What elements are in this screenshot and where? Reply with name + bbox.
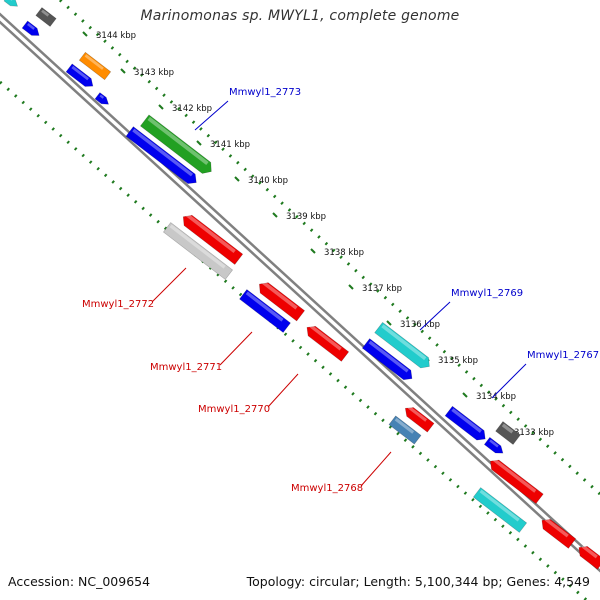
gene-feature — [94, 92, 109, 105]
tick-label: 3141 kbp — [210, 140, 250, 150]
gene-feature — [139, 114, 212, 174]
page-title: Marinomonas sp. MWYL1, complete genome — [140, 8, 460, 24]
gene-label-leader — [491, 363, 527, 399]
tick-label: 3143 kbp — [134, 68, 174, 78]
tick-mark — [120, 68, 126, 74]
backbone-line — [0, 20, 600, 573]
tick-label: 3135 kbp — [438, 356, 478, 366]
tick-label: 3134 kbp — [476, 392, 516, 402]
gene-label: Mmwyl1_2768 — [291, 483, 363, 494]
tick-mark — [272, 212, 278, 218]
gene-feature — [35, 7, 57, 27]
gene-feature — [374, 321, 430, 369]
tick-mark — [234, 176, 240, 182]
tick-mark — [310, 248, 316, 254]
gene-feature — [483, 436, 504, 454]
gene-label-leader — [360, 451, 392, 487]
tick-label: 3142 kbp — [172, 104, 212, 114]
gene-feature — [239, 289, 291, 333]
gene-feature — [495, 421, 521, 445]
gene-feature — [472, 487, 528, 533]
gene-feature — [404, 405, 435, 433]
tick-mark — [386, 320, 392, 326]
tick-label: 3136 kbp — [400, 320, 440, 330]
tick-label: 3133 kbp — [514, 428, 554, 438]
gene-label-leader — [219, 331, 253, 366]
gene-feature — [182, 213, 244, 265]
gene-label: Mmwyl1_2772 — [82, 299, 154, 310]
outer-tick-band — [58, 0, 600, 496]
accession-text: Accession: NC_009654 — [8, 574, 151, 589]
gene-label-leader — [151, 267, 187, 303]
tick-label: 3138 kbp — [324, 248, 364, 258]
gene-feature — [444, 405, 486, 441]
gene-feature — [78, 51, 112, 81]
gene-feature — [259, 281, 306, 322]
labels-layer: Mmwyl1_2773Mmwyl1_2769Mmwyl1_2767Mmwyl1_… — [82, 87, 599, 494]
inner-tick-band — [0, 80, 589, 600]
gene-feature — [578, 544, 600, 570]
gene-feature — [65, 63, 94, 87]
topology-summary: Topology: circular; Length: 5,100,344 bp… — [246, 574, 590, 589]
gene-label: Mmwyl1_2771 — [150, 362, 222, 373]
tick-label: 3137 kbp — [362, 284, 402, 294]
features-layer — [3, 0, 600, 570]
gene-feature — [125, 126, 197, 184]
gene-label: Mmwyl1_2767 — [527, 350, 599, 361]
tick-label: 3140 kbp — [248, 176, 288, 186]
gene-label: Mmwyl1_2773 — [229, 87, 301, 98]
gene-feature — [541, 517, 577, 549]
tick-mark — [158, 104, 164, 110]
gene-label: Mmwyl1_2769 — [451, 288, 523, 299]
gene-feature — [21, 20, 40, 36]
tick-label: 3144 kbp — [96, 31, 136, 41]
gene-feature — [162, 222, 234, 280]
gene-feature — [388, 415, 422, 445]
gene-feature — [3, 0, 18, 7]
gene-label: Mmwyl1_2770 — [198, 404, 270, 415]
tick-mark — [196, 140, 202, 146]
tick-mark — [82, 31, 88, 37]
gene-label-leader — [194, 100, 229, 131]
gene-feature — [361, 338, 413, 381]
gene-label-leader — [267, 373, 299, 408]
gene-feature — [306, 324, 350, 362]
tick-mark — [462, 392, 468, 398]
tick-label: 3139 kbp — [286, 212, 326, 222]
gene-label-leader — [419, 301, 451, 331]
tick-mark — [348, 284, 354, 290]
gene-feature — [490, 458, 544, 505]
